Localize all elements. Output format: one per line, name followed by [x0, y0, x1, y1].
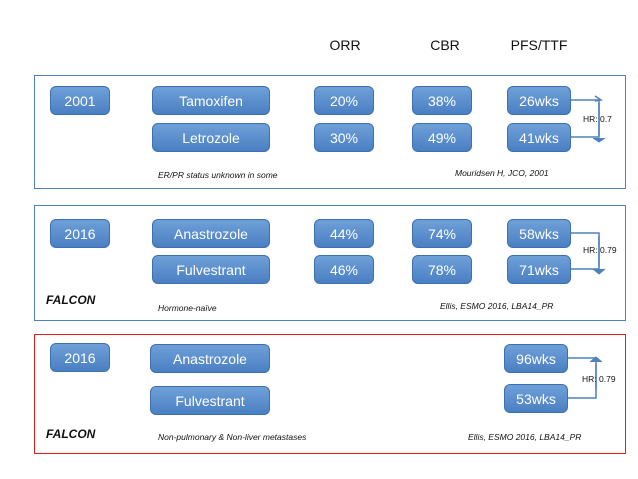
header-orr: ORR — [329, 37, 361, 53]
drug-anastrozole: Anastrozole — [152, 219, 270, 248]
drug-tamoxifen: Tamoxifen — [152, 86, 270, 115]
panel-note: Hormone-naïve — [158, 303, 217, 313]
year-badge: 2016 — [50, 219, 110, 248]
comparison-arrow — [568, 356, 603, 399]
reference: Mouridsen H, JCO, 2001 — [455, 168, 549, 178]
year-badge: 2001 — [50, 86, 110, 115]
reference: Ellis, ESMO 2016, LBA14_PR — [440, 301, 554, 311]
orr-value: 30% — [314, 123, 374, 152]
panel-2001-tamoxifen-letrozole — [34, 75, 626, 189]
pfs-value: 26wks — [507, 86, 571, 115]
drug-fulvestrant: Fulvestrant — [150, 386, 270, 415]
cbr-value: 49% — [412, 123, 472, 152]
hazard-ratio: HR: 0.79 — [583, 245, 617, 255]
panel-note: ER/PR status unknown in some — [158, 170, 278, 180]
comparison-arrow — [571, 95, 606, 143]
header-cbr: CBR — [430, 37, 460, 53]
pfs-value: 96wks — [504, 344, 568, 373]
hazard-ratio: HR: 0.79 — [582, 374, 616, 384]
comparison-arrow — [571, 232, 606, 275]
pfs-value: 71wks — [507, 255, 571, 284]
pfs-value: 41wks — [507, 123, 571, 152]
orr-value: 46% — [314, 255, 374, 284]
reference: Ellis, ESMO 2016, LBA14_PR — [468, 432, 582, 442]
panel-2016-falcon — [34, 205, 626, 321]
cbr-value: 78% — [412, 255, 472, 284]
drug-anastrozole: Anastrozole — [150, 344, 270, 373]
trial-name: FALCON — [46, 427, 96, 441]
panel-2016-falcon-subgroup — [34, 334, 626, 454]
orr-value: 20% — [314, 86, 374, 115]
cbr-value: 74% — [412, 219, 472, 248]
pfs-value: 58wks — [507, 219, 571, 248]
header-pfs: PFS/TTF — [510, 37, 568, 53]
panel-note: Non-pulmonary & Non-liver metastases — [158, 432, 307, 442]
pfs-value: 53wks — [504, 384, 568, 413]
orr-value: 44% — [314, 219, 374, 248]
trial-name: FALCON — [46, 293, 96, 307]
year-badge: 2016 — [50, 343, 110, 372]
hazard-ratio: HR: 0.7 — [583, 114, 612, 124]
cbr-value: 38% — [412, 86, 472, 115]
drug-letrozole: Letrozole — [152, 123, 270, 152]
drug-fulvestrant: Fulvestrant — [152, 255, 270, 284]
